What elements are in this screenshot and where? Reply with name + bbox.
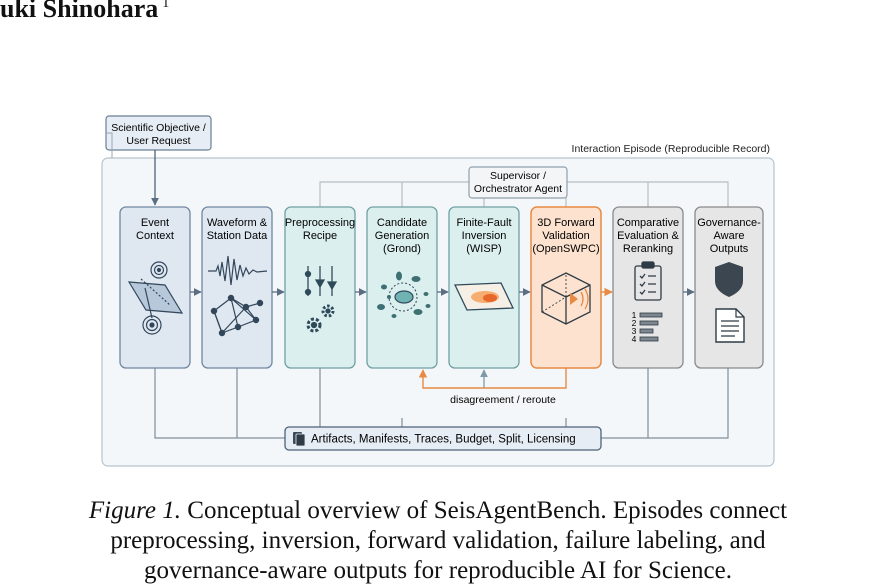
feedback-label: disagreement / reroute	[450, 394, 556, 406]
stage-preprocessing: Preprocessing Recipe	[284, 206, 356, 369]
stage-forward-validation: 3D Forward Validation (OpenSWPC)	[530, 206, 602, 369]
caption-label: Figure 1.	[88, 497, 182, 524]
stage-label-line: Inversion	[462, 230, 507, 242]
artifacts-label: Artifacts, Manifests, Traces, Budget, Sp…	[311, 434, 576, 446]
affiliation-mark: 1	[162, 0, 170, 11]
stage-label-line: Station Data	[207, 230, 268, 242]
stage-label-line: (OpenSWPC)	[532, 243, 599, 255]
stage-label-line: Governance-	[697, 217, 761, 229]
stage-comparative-evaluation: Comparative Evaluation & Reranking 1 2 3…	[612, 206, 684, 369]
stage-label-line: (WISP)	[466, 243, 501, 255]
objective-box: Scientific Objective / User Request	[105, 115, 212, 151]
stage-label-line: Finite-Fault	[456, 217, 511, 229]
figure-caption: Figure 1. Conceptual overview of SeisAge…	[60, 496, 816, 586]
caption-text: Conceptual overview of SeisAgentBench. E…	[110, 497, 788, 584]
rank-number: 1	[632, 310, 637, 320]
objective-line2: User Request	[126, 135, 190, 147]
cube-wave-icon	[541, 272, 591, 325]
rank-number: 2	[632, 318, 637, 328]
stage-label-line: Event	[141, 217, 169, 229]
stage-finite-fault: Finite-Fault Inversion (WISP)	[448, 206, 520, 369]
stage-waveform: Waveform & Station Data	[201, 206, 273, 369]
document-stack-icon	[293, 432, 306, 447]
stage-label-line: Preprocessing	[285, 217, 355, 229]
supervisor-box: Supervisor / Orchestrator Agent	[468, 166, 568, 199]
shield-document-icon	[715, 262, 745, 343]
stage-label-line: Comparative	[617, 217, 679, 229]
waveform-network-icon	[208, 255, 268, 337]
stage-label-line: Outputs	[710, 243, 749, 255]
stage-label-line: (Grond)	[383, 243, 421, 255]
stage-label-line: Generation	[375, 230, 429, 242]
artifacts-bar: Artifacts, Manifests, Traces, Budget, Sp…	[284, 426, 602, 451]
feedback-loop	[418, 368, 567, 389]
supervisor-line1: Supervisor /	[490, 170, 546, 182]
objective-line1: Scientific Objective /	[111, 122, 206, 134]
stage-label-line: Reranking	[623, 243, 673, 255]
fault-plane-icon	[453, 282, 515, 311]
stage-label-line: 3D Forward	[537, 217, 594, 229]
clipboard-ranking-icon	[634, 261, 663, 342]
stage-label-line: Waveform &	[207, 217, 268, 229]
rank-number: 4	[632, 334, 637, 344]
author-name: uki Shinohara	[0, 0, 159, 23]
workflow-figure: Interaction Episode (Reproducible Record…	[101, 115, 775, 467]
objective-side-line	[106, 132, 113, 158]
stage-label-line: Validation	[542, 230, 590, 242]
stage-event-context: Event Context	[119, 206, 191, 369]
supervisor-line2: Orchestrator Agent	[474, 183, 562, 195]
stage-label-line: Recipe	[303, 230, 337, 242]
episode-label: Interaction Episode (Reproducible Record…	[572, 143, 770, 155]
stage-label-line: Candidate	[377, 217, 427, 229]
seismic-event-icon	[127, 261, 184, 335]
candidate-cluster-icon	[377, 271, 431, 318]
stage-candidate-generation: Candidate Generation (Grond)	[366, 206, 438, 369]
stage-governance-outputs: Governance- Aware Outputs	[694, 206, 764, 369]
stage-label-line: Evaluation &	[617, 230, 679, 242]
stage-label-line: Context	[136, 230, 174, 242]
stage-label-line: Aware	[714, 230, 745, 242]
filter-gears-icon	[304, 266, 338, 333]
rank-number: 3	[632, 326, 637, 336]
